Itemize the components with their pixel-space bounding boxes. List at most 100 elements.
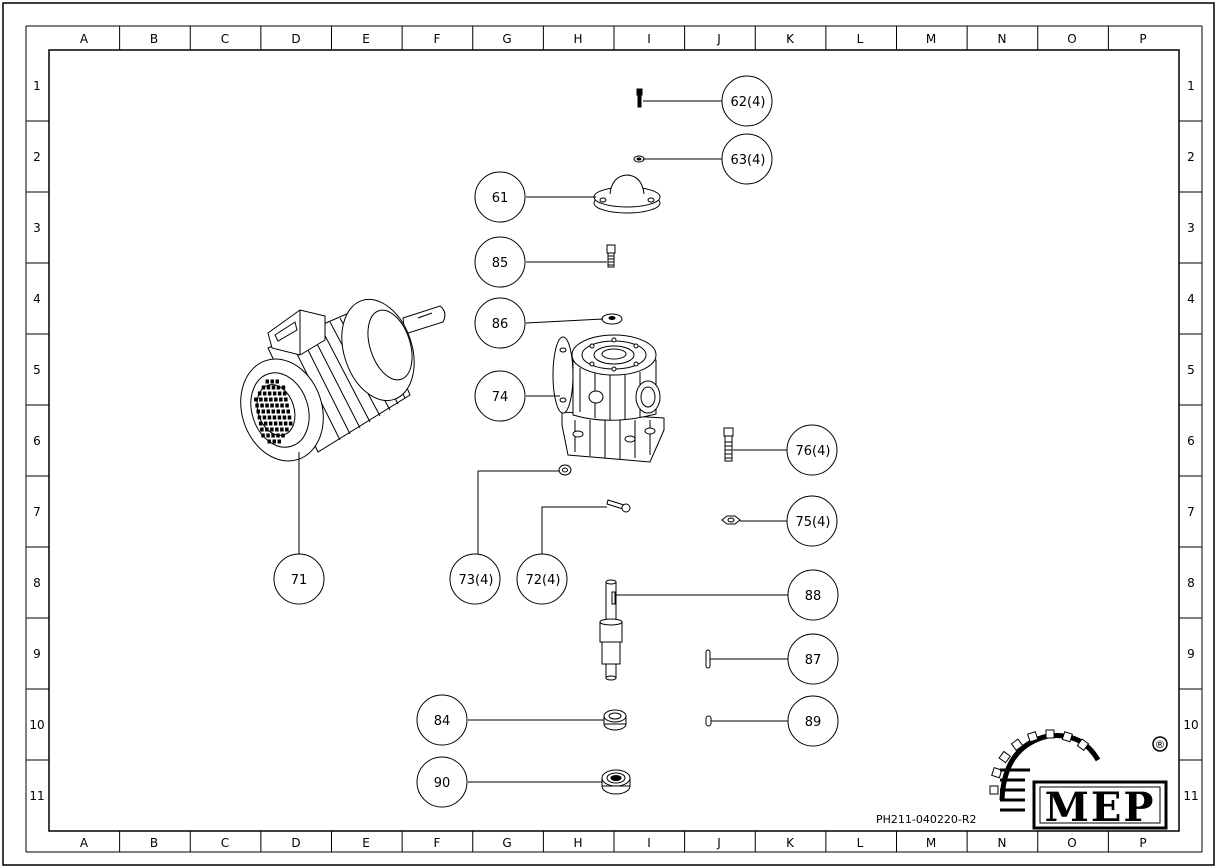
fan-grille-dot (271, 433, 275, 438)
fan-grille-dot (276, 385, 281, 390)
part-72-screw (606, 499, 631, 513)
grid-row-label: 11 (29, 789, 44, 803)
callout-84-label: 84 (434, 714, 451, 729)
grid-col-label: O (1067, 836, 1076, 850)
callout-88: 88 (787, 569, 839, 621)
fan-grille-dot (277, 439, 281, 444)
callout-89: 89 (787, 695, 839, 747)
grid-row-label: 2 (1187, 150, 1195, 164)
callout-87-label: 87 (805, 653, 822, 668)
grid-col-label: B (150, 32, 158, 46)
grid-row-label: 7 (1187, 505, 1195, 519)
fan-grille-dot (272, 439, 276, 444)
grid-col-label: M (926, 836, 936, 850)
fan-grille-dot (277, 391, 282, 396)
grid-row-label: 2 (33, 150, 41, 164)
part-89-key (705, 715, 712, 727)
column-labels-top: A B C D E F G H I J K L M N O P (80, 32, 1147, 46)
callout-71-label: 71 (291, 573, 308, 588)
fan-grille-dot (267, 415, 272, 420)
grid-col-label: B (150, 836, 158, 850)
part-88-shaft (599, 579, 623, 681)
fan-grille-dot (270, 427, 274, 432)
part-87-key (705, 649, 711, 669)
mep-logo: MEP ® (989, 729, 1168, 831)
callout-61-label: 61 (492, 191, 509, 206)
fan-grille-dot (263, 421, 268, 426)
callout-84: 84 (416, 694, 468, 746)
grid-col-label: A (80, 32, 89, 46)
fan-grille-dot (272, 391, 277, 396)
grid-col-label: N (998, 836, 1007, 850)
grid-col-label: D (291, 32, 300, 46)
fan-grille-dot (281, 433, 285, 438)
grid-col-label: L (857, 836, 864, 850)
callout-73-label: 73(4) (459, 573, 494, 588)
grid-col-label: C (221, 32, 229, 46)
callout-75-label: 75(4) (796, 515, 831, 530)
grid-row-label: 5 (33, 363, 41, 377)
fan-grille-dot (261, 433, 265, 438)
grid-col-label: A (80, 836, 89, 850)
grid-col-label: E (362, 32, 370, 46)
grid-col-label: J (716, 836, 721, 850)
fan-grille-dot (259, 397, 263, 402)
callout-89-label: 89 (805, 715, 822, 730)
grid-col-label: G (502, 836, 511, 850)
fan-grille-dot (255, 403, 259, 408)
callout-72: 72(4) (516, 553, 568, 605)
grid-col-label: M (926, 32, 936, 46)
registered-mark: ® (1155, 738, 1166, 751)
part-90-bearing (601, 769, 631, 795)
grid-col-label: G (502, 32, 511, 46)
grid-row-label: 9 (1187, 647, 1195, 661)
callout-85-label: 85 (492, 256, 509, 271)
fan-grille-dot (267, 391, 272, 396)
part-84-seal (603, 709, 627, 731)
fan-grille-dot (280, 403, 284, 408)
fan-grille-dot (282, 415, 287, 420)
grid-col-label: F (434, 836, 441, 850)
grid-col-label: E (362, 836, 370, 850)
callout-76-label: 76(4) (796, 444, 831, 459)
grid-col-label: L (857, 32, 864, 46)
fan-grille-dot (279, 397, 283, 402)
grid-col-label: P (1139, 32, 1146, 46)
callout-86: 86 (474, 297, 526, 349)
grid-col-label: K (786, 32, 795, 46)
grid-row-label: 3 (1187, 221, 1195, 235)
part-75-nut (721, 515, 741, 525)
column-labels-bottom: A B C D E F G H I J K L M N O P (80, 836, 1147, 850)
fan-grille-dot (287, 415, 292, 420)
part-85-screw (606, 244, 616, 268)
fan-grille-dot (283, 421, 288, 426)
fan-grille-dot (271, 409, 275, 414)
row-labels-left: 1 2 3 4 5 6 7 8 9 10 11 (29, 79, 44, 803)
callout-62: 62(4) (721, 75, 773, 127)
callout-71: 71 (273, 553, 325, 605)
fan-grille-dot (262, 391, 267, 396)
grid-col-label: F (434, 32, 441, 46)
fan-grille-dot (269, 397, 273, 402)
part-63-washer (633, 155, 645, 163)
grid-col-label: H (573, 836, 582, 850)
gear-tooth (991, 767, 1003, 779)
fan-grille-dot (264, 397, 268, 402)
gear-tooth (1061, 731, 1073, 743)
fan-grille-dot (254, 397, 258, 402)
grid-row-label: 6 (1187, 434, 1195, 448)
fan-grille-dot (265, 403, 269, 408)
fan-grille-dot (261, 409, 265, 414)
gear-teeth (989, 729, 1090, 795)
fan-grille-dot (258, 421, 263, 426)
fan-grille-dot (266, 385, 271, 390)
grid-row-label: 11 (1183, 789, 1198, 803)
fan-grille-dot (257, 415, 262, 420)
grid-row-label: 8 (33, 576, 41, 590)
part-86-washer (601, 313, 623, 325)
callout-76: 76(4) (786, 424, 838, 476)
grid-col-label: D (291, 836, 300, 850)
grid-row-label: 6 (33, 434, 41, 448)
fan-grille-dot (265, 379, 269, 384)
callout-72-label: 72(4) (526, 573, 561, 588)
